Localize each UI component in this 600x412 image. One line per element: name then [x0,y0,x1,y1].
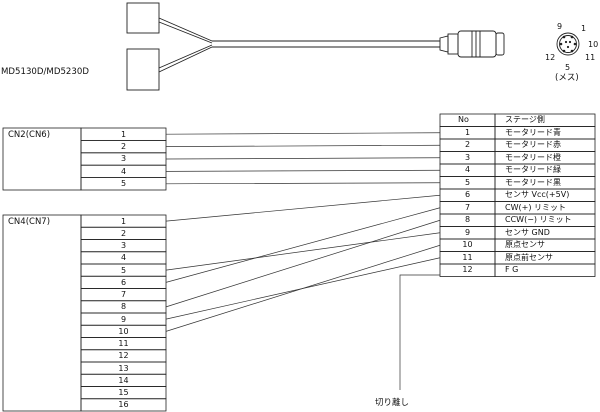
connector-pin-12: 12 [545,53,556,62]
connector-body [457,30,497,58]
wire-cn4-5 [165,232,441,271]
cn2-pin-number: 5 [120,179,127,189]
wire-cn2-2 [165,144,441,147]
stage-row-name: CCW(−) リミット [505,215,572,224]
wire-cn2-3 [165,157,441,160]
cn4-pin-number: 10 [118,326,129,336]
cn4-pin-number: 14 [118,375,129,385]
cn4-title: CN4(CN7) [8,217,51,227]
stage-row-name: モータリード黒 [505,177,561,187]
cn2-pin-number: 4 [120,166,127,176]
stage-row-no: 8 [464,215,471,224]
cn2-pin-number: 3 [120,154,127,164]
cn4-pin-number: 12 [118,351,129,361]
connector-neck [447,33,459,55]
stage-row-no: 12 [462,265,473,274]
connector-pin-10: 10 [588,40,599,49]
stage-row-name: モータリード赤 [505,140,561,149]
cn4-pin-number: 3 [120,241,127,250]
cn2-pin-number: 1 [120,129,127,139]
wires [165,132,441,332]
wire-cn4-1 [165,194,441,222]
stage-row-no: 10 [462,240,473,249]
wire-cn4-6 [165,207,441,283]
stage-header-name: ステージ側 [505,115,545,124]
stage-row-no: 9 [464,227,471,237]
stage-row-name: モータリード橙 [505,152,561,162]
cn4-pin-number: 13 [118,363,129,373]
cn4-pin-number: 8 [120,302,127,312]
cn4-pin-number: 5 [120,265,127,275]
fg-cut-lead [399,274,440,390]
wire-cn4-8 [165,219,441,308]
stage-row-no: 3 [464,152,471,162]
cn4-pin-number: 15 [118,388,129,397]
cut-label: 切り離し [375,398,410,408]
stage-row-no: 4 [464,165,471,174]
stage-row-name: 原点センサ [505,240,545,249]
cable-illustration [126,2,505,91]
connector-face [556,32,580,56]
cn4-pin-number: 1 [120,216,127,226]
wire-cn2-5 [165,182,441,185]
plug-lower [126,48,160,91]
stage-row-no: 5 [464,177,471,187]
stage-row-name: 原点前センサ [505,252,553,262]
cn4-outer-box [2,214,82,412]
connector-type-note: (メス) [555,73,579,83]
connector-face-outer [556,32,580,56]
stage-row-no: 6 [464,190,471,199]
cn2-title: CN2(CN6) [8,130,51,140]
stage-row-name: モータリード緑 [505,165,561,174]
stage-header-no: No [458,115,469,124]
cn4-pin-number: 16 [118,400,129,410]
cn4-pin-number: 2 [120,228,127,238]
stage-row-name: モータリード青 [505,127,561,137]
stage-row-no: 1 [464,127,471,137]
connector-pin-5: 5 [565,63,571,72]
cn4-pin-number: 7 [120,290,127,299]
wire-cn4-10 [165,244,441,332]
cn2-pin-number: 2 [120,141,127,151]
model-label: MD5130D/MD5230D [1,67,89,77]
stage-row-no: 11 [462,252,473,262]
plug-upper [126,2,160,34]
stage-row-name: CW(+) リミット [505,202,566,212]
stage-row-name: センサ GND [505,227,550,237]
stage-row-name: F G [505,265,519,274]
stage-table [439,113,596,277]
connector-pin-9: 9 [557,22,563,31]
stage-row-name: センサ Vcc(+5V) [505,190,570,199]
stage-row-no: 2 [464,140,471,149]
cn4-pin-number: 11 [118,339,129,348]
connector-pin-11: 11 [585,53,596,62]
wire-cn2-4 [165,169,441,172]
stage-name-cell [494,263,596,277]
connector-strain-relief [439,35,449,53]
cn4-pin-number: 6 [120,277,127,287]
cn4-pin-cell [80,398,167,412]
connector-pin-1: 1 [581,24,587,33]
cn4-pin-number: 9 [120,314,127,324]
stage-row-no: 7 [464,202,471,212]
cn4-pin-number: 4 [120,253,127,263]
wire-cn2-1 [165,132,441,135]
